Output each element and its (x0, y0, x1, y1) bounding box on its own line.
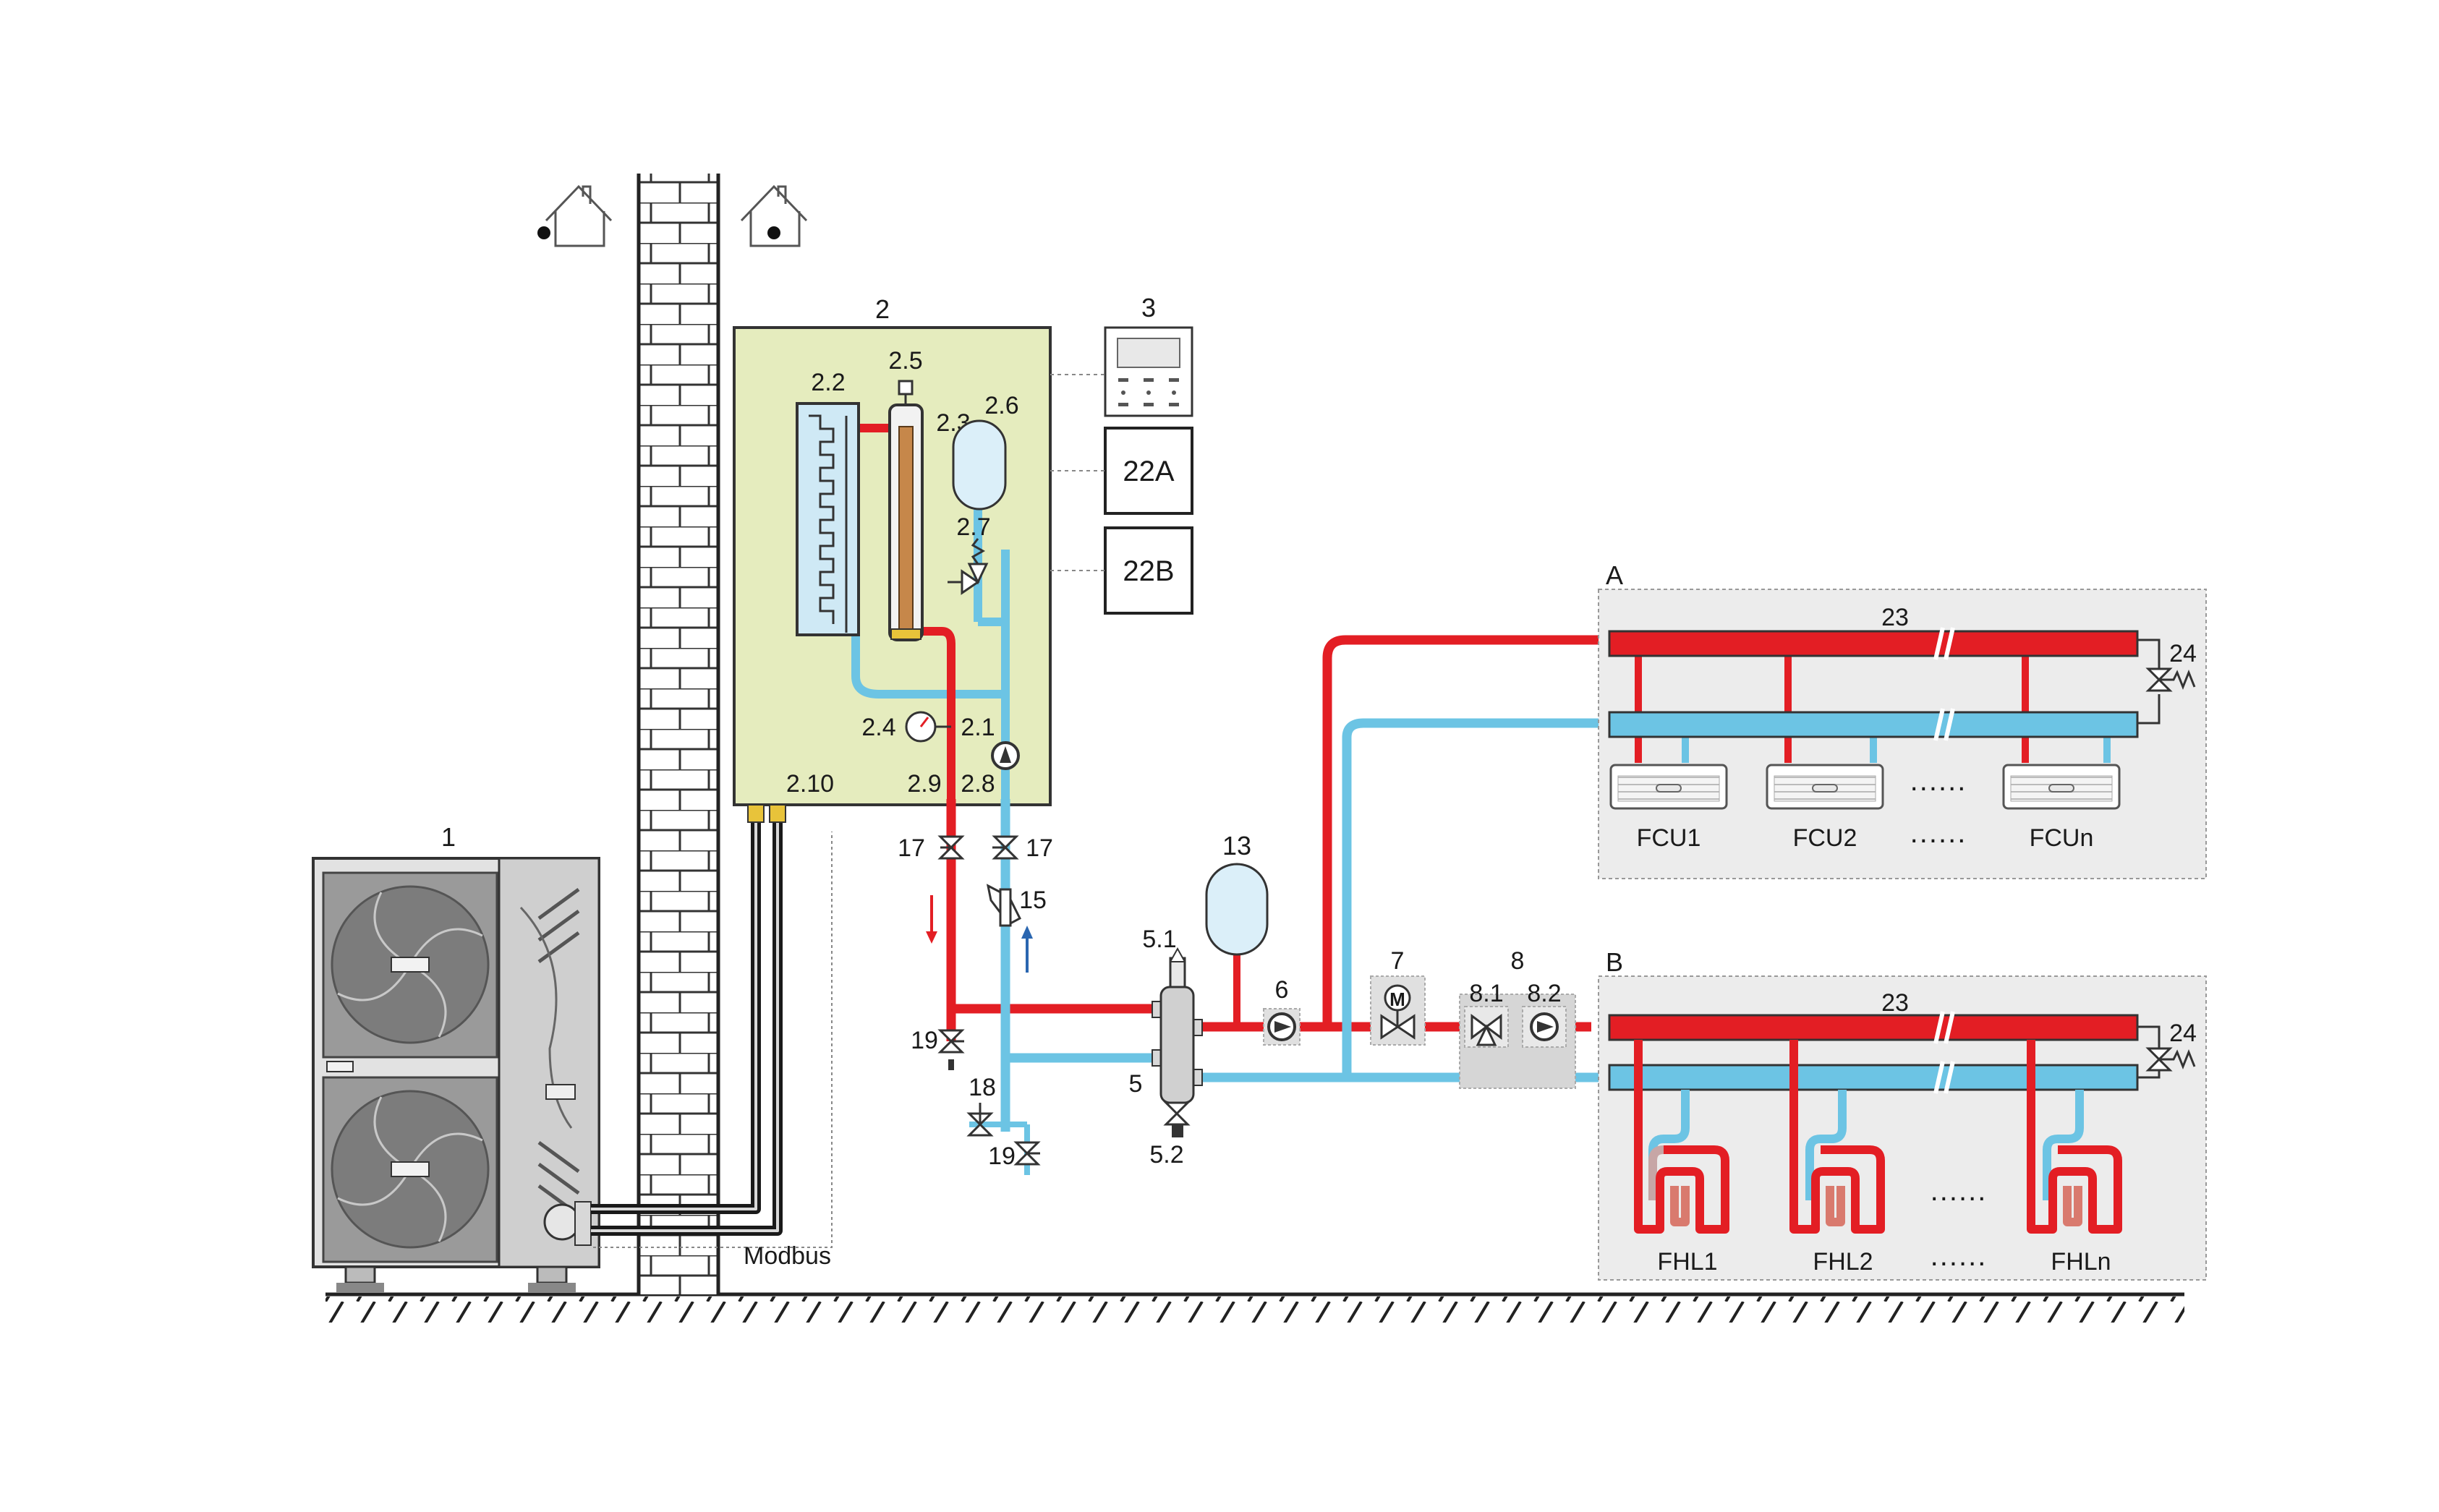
indoor-internal-pipes (802, 424, 1010, 799)
outdoor-unit-label: 1 (441, 822, 456, 852)
supply-flow-arrow (926, 895, 937, 944)
label-17-return: 17 (1026, 834, 1053, 862)
label-2-5: 2.5 (888, 347, 922, 375)
floor-heating-loop-n (2027, 1040, 2122, 1234)
label-2-8: 2.8 (961, 770, 995, 798)
shutoff-valve-17-return (992, 835, 1019, 860)
indoor-unit-label: 2 (875, 294, 890, 324)
zone-a-return-manifold (1608, 708, 2139, 741)
wired-controller (1104, 326, 1193, 417)
label-5-1: 5.1 (1142, 926, 1176, 953)
zone-a-bypass-valve (2145, 667, 2196, 692)
label-8-2: 8.2 (1527, 980, 1561, 1007)
label-19-supply: 19 (911, 1027, 938, 1054)
plate-heat-exchanger (796, 402, 860, 636)
shutoff-valve-17-supply (937, 835, 965, 860)
y-strainer (986, 884, 1021, 927)
label-2-1: 2.1 (961, 714, 995, 741)
label-23-zone-b: 23 (1881, 989, 1909, 1017)
expansion-vessel-indoor (952, 419, 1007, 511)
label-7: 7 (1391, 947, 1405, 975)
motorized-valve-7: M (1370, 975, 1426, 1046)
drain-valve-19-return (1013, 1141, 1041, 1166)
label-2-7: 2.7 (956, 513, 990, 541)
building-wall (637, 174, 720, 1294)
label-24-zone-b: 24 (2169, 1020, 2197, 1047)
fhl1-label: FHL1 (1657, 1248, 1717, 1276)
circulation-pump-6 (1263, 1008, 1301, 1046)
zone-b-bypass-valve (2145, 1047, 2196, 1072)
fcun-label: FCUn (2030, 824, 2094, 852)
modbus-label: Modbus (744, 1242, 831, 1270)
manometer (905, 711, 951, 743)
label-23-zone-a: 23 (1881, 604, 1909, 631)
outdoor-unit (312, 857, 600, 1293)
hydraulic-separator (1152, 947, 1203, 1137)
box-22a (1104, 427, 1193, 515)
label-5: 5 (1129, 1070, 1143, 1098)
backup-heater (888, 403, 924, 641)
fhln-label: FHLn (2051, 1248, 2111, 1276)
mixing-valve-8-1 (1470, 1014, 1502, 1046)
zone-a-label: A (1606, 560, 1623, 590)
air-purge-valve (898, 380, 914, 405)
label-2-4: 2.4 (861, 714, 895, 741)
box-22a-label: 22A (1123, 456, 1174, 487)
label-2-10: 2.10 (786, 770, 834, 798)
fan-coil-unit-n (2002, 764, 2121, 810)
expansion-vessel-system (1205, 863, 1269, 1027)
box-22b-label: 22B (1123, 555, 1174, 587)
safety-valve (948, 538, 989, 595)
fhl-ellipsis-top: ...... (1931, 1175, 1988, 1207)
fhl2-label: FHL2 (1813, 1248, 1873, 1276)
control-wires (1050, 374, 1105, 571)
zone-b-return-manifold (1608, 1061, 2139, 1094)
fhl-ellipsis-bottom: ...... (1931, 1240, 1988, 1272)
floor-heating-loop-1 (1634, 1040, 1729, 1234)
label-2-9: 2.9 (907, 770, 941, 798)
floor-heating-loop-2 (1789, 1040, 1885, 1234)
circulation-pump-indoor (991, 741, 1020, 770)
modbus-wire (593, 832, 833, 1248)
label-15: 15 (1019, 887, 1047, 914)
label-6: 6 (1275, 976, 1289, 1004)
label-13: 13 (1222, 831, 1251, 860)
zone-b-label: B (1606, 947, 1623, 977)
indoor-house-icon (740, 184, 808, 247)
fcu-ellipsis-bottom: ...... (1910, 817, 1967, 849)
label-2-2: 2.2 (811, 369, 845, 396)
drain-valve-19-supply (937, 1029, 965, 1054)
box-22b (1104, 526, 1193, 615)
label-17-supply: 17 (898, 834, 925, 862)
controller-label: 3 (1141, 293, 1156, 323)
fcu2-label: FCU2 (1793, 824, 1857, 852)
circulation-pump-8-2 (1530, 1012, 1559, 1041)
zone-a-supply-manifold (1608, 627, 2139, 660)
mixing-group-8 (1459, 994, 1576, 1089)
label-18: 18 (969, 1074, 996, 1101)
label-8-1: 8.1 (1469, 980, 1503, 1007)
fcu1-label: FCU1 (1637, 824, 1701, 852)
outdoor-house-icon (537, 184, 613, 247)
label-2-6: 2.6 (984, 392, 1018, 419)
zone-b-supply-manifold (1608, 1011, 2139, 1044)
label-5-2: 5.2 (1149, 1141, 1183, 1169)
ground-line (325, 1292, 2184, 1323)
svg-text:M: M (1389, 988, 1405, 1010)
fan-coil-unit-2 (1766, 764, 1884, 810)
label-19-return: 19 (988, 1142, 1016, 1170)
fan-coil-unit-1 (1609, 764, 1728, 810)
fill-valve-18 (966, 1103, 994, 1137)
label-8: 8 (1511, 947, 1525, 975)
fcu-ellipsis-top: ...... (1910, 765, 1967, 797)
return-flow-arrow (1021, 926, 1033, 973)
refrigerant-connection-valves (543, 1201, 592, 1246)
label-24-zone-a: 24 (2169, 640, 2197, 667)
